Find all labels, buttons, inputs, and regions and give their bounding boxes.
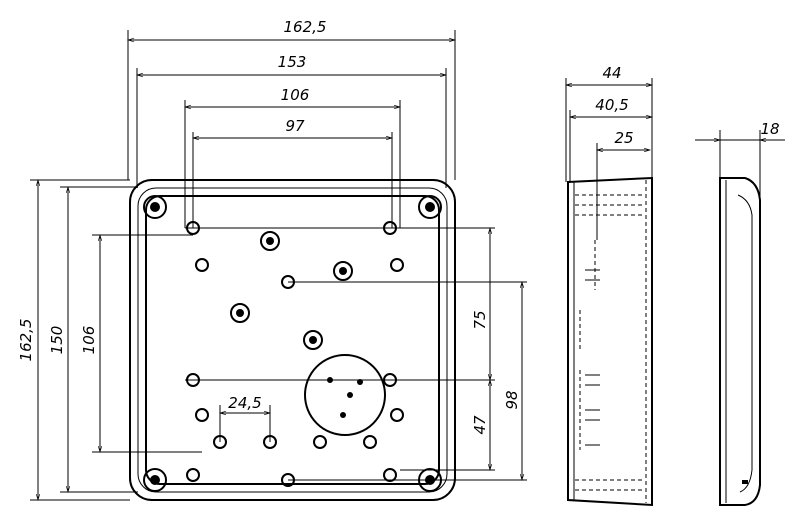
- enclosure-outline: [129, 179, 456, 501]
- dim-hole-spacing-outer: 106: [281, 86, 310, 104]
- dim-hole-spacing-inner: 97: [285, 117, 305, 135]
- dim-lid-depth: 18: [760, 120, 779, 138]
- dim-hole-spacing-vertical: 106: [80, 326, 98, 355]
- front-view: [129, 179, 527, 501]
- cable-entry-circle: [304, 354, 386, 436]
- lid-view: [719, 177, 761, 506]
- dim-vertical-75: 75: [471, 310, 489, 329]
- corner-screws: [143, 195, 442, 492]
- enclosure-groove: [145, 195, 440, 485]
- side-view: [567, 176, 653, 507]
- bosses: [230, 231, 353, 350]
- dimension-lines: [30, 30, 525, 502]
- dim-height-inner: 150: [48, 326, 66, 355]
- dim-width-inner: 153: [278, 53, 307, 71]
- mounting-holes: [186, 221, 404, 487]
- dim-height-overall: 162,5: [17, 319, 35, 362]
- center-lines: [185, 227, 527, 481]
- lid-dimension-lines: [695, 130, 785, 200]
- enclosure-inner-edge: [137, 187, 448, 493]
- dim-width-overall: 162,5: [284, 18, 327, 36]
- dim-depth-overall: 44: [602, 64, 621, 82]
- dim-depth-25: 25: [614, 129, 633, 147]
- side-dimension-lines: [564, 78, 654, 240]
- dim-vertical-47: 47: [471, 415, 489, 435]
- dim-vertical-98: 98: [503, 390, 521, 409]
- dim-small-hole-pitch: 24,5: [228, 394, 261, 412]
- dim-depth-inner: 40,5: [595, 96, 628, 114]
